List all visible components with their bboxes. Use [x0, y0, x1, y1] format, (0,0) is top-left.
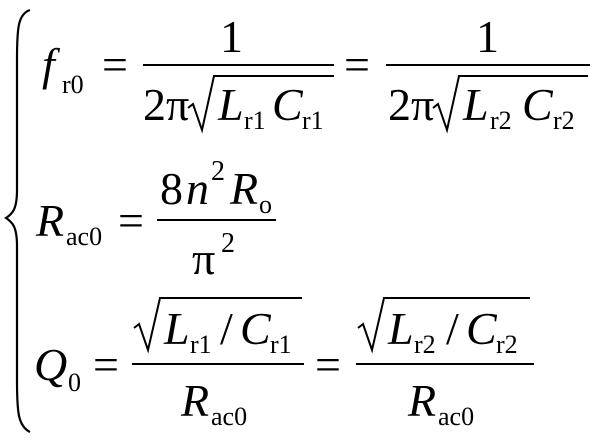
Q-symbol: Q: [34, 339, 68, 390]
L-symbol: L: [218, 79, 244, 130]
division-slash: /: [446, 303, 459, 354]
pi-symbol: π: [192, 233, 216, 284]
equals-sign: =: [118, 195, 144, 246]
two-pi: 2π: [388, 79, 435, 130]
two-pi: 2π: [143, 79, 190, 130]
L-symbol: L: [463, 79, 489, 130]
numerator-coefficient: 8: [160, 163, 183, 214]
C-symbol: C: [272, 79, 303, 130]
C-subscript: r2: [496, 330, 518, 359]
fraction-numerator: 1: [220, 11, 243, 62]
Q-subscript: 0: [68, 368, 81, 397]
C-symbol: C: [240, 303, 271, 354]
R-symbol: R: [36, 195, 65, 246]
R-subscript: ac0: [211, 402, 248, 431]
R-subscript: o: [259, 190, 272, 219]
f-symbol: f: [42, 39, 55, 90]
R-symbol: R: [181, 375, 210, 426]
R-symbol: R: [230, 163, 259, 214]
n-symbol: n: [186, 163, 209, 214]
L-symbol: L: [164, 303, 190, 354]
C-symbol: C: [466, 303, 497, 354]
C-subscript: r1: [302, 106, 324, 135]
n-exponent: 2: [211, 156, 225, 187]
fraction-numerator: 1: [476, 11, 499, 62]
pi-exponent: 2: [221, 228, 235, 259]
R-symbol: R: [408, 375, 437, 426]
division-slash: /: [220, 303, 233, 354]
L-symbol: L: [388, 303, 414, 354]
equals-sign: =: [102, 39, 128, 90]
R-subscript: ac0: [66, 222, 103, 251]
equals-sign: =: [344, 39, 370, 90]
L-subscript: r2: [490, 106, 512, 135]
C-subscript: r2: [553, 106, 575, 135]
fraction-bar: [143, 64, 334, 66]
left-brace: [4, 8, 31, 433]
equals-sign: =: [93, 339, 119, 390]
C-symbol: C: [522, 79, 553, 130]
fraction-bar: [356, 363, 534, 365]
L-subscript: r1: [244, 106, 266, 135]
f-subscript: r0: [62, 70, 84, 99]
fraction-bar: [157, 219, 276, 221]
C-subscript: r1: [270, 330, 292, 359]
fraction-bar: [132, 363, 304, 365]
R-subscript: ac0: [438, 402, 475, 431]
fraction-bar: [386, 64, 590, 66]
L-subscript: r2: [414, 330, 436, 359]
equals-sign: =: [315, 339, 341, 390]
L-subscript: r1: [190, 330, 212, 359]
